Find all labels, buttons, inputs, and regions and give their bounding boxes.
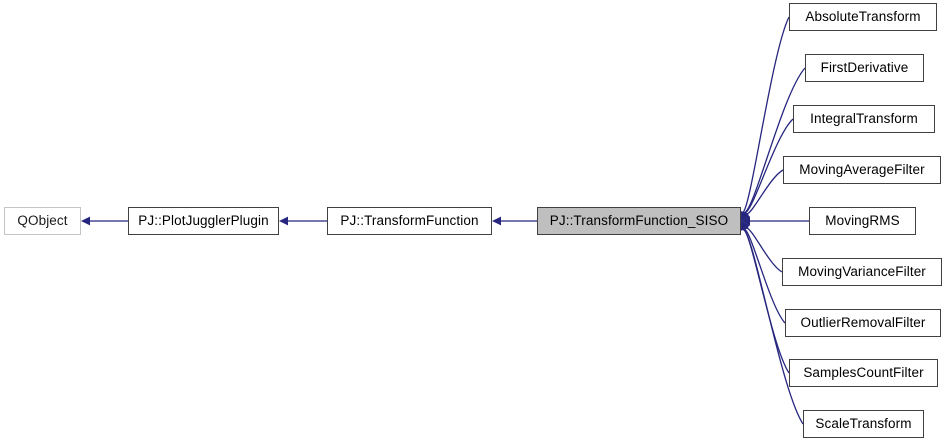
class-node-label: PJ::TransformFunction_SISO — [549, 213, 729, 229]
class-node-label: FirstDerivative — [820, 60, 909, 76]
class-node-movingaveragefilter[interactable]: MovingAverageFilter — [783, 156, 941, 184]
class-node-movingrms[interactable]: MovingRMS — [809, 207, 916, 235]
class-node-plotjugglerplugin[interactable]: PJ::PlotJugglerPlugin — [128, 207, 279, 235]
class-node-label: AbsoluteTransform — [805, 9, 921, 25]
class-node-scaletransform[interactable]: ScaleTransform — [803, 410, 924, 438]
class-node-label: MovingVarianceFilter — [798, 264, 926, 280]
class-node-movingvariancefilter[interactable]: MovingVarianceFilter — [782, 258, 942, 286]
inheritance-edge — [746, 227, 783, 273]
class-node-firstderivative[interactable]: FirstDerivative — [805, 54, 924, 82]
inheritance-arrowhead-icon — [741, 221, 751, 231]
class-node-transformfunction[interactable]: PJ::TransformFunction — [327, 207, 492, 235]
inheritance-arrowhead-icon — [741, 210, 750, 221]
inheritance-edge — [743, 229, 790, 374]
class-node-integraltransform[interactable]: IntegralTransform — [793, 105, 935, 133]
class-node-label: IntegralTransform — [810, 111, 918, 127]
class-node-transformfunction_siso[interactable]: PJ::TransformFunction_SISO — [537, 207, 741, 235]
inheritance-arrowhead-icon — [740, 210, 749, 221]
class-node-qobject[interactable]: QObject — [4, 207, 81, 235]
class-node-label: MovingRMS — [825, 213, 900, 229]
class-node-absolutetransform[interactable]: AbsoluteTransform — [789, 3, 937, 31]
class-node-label: PJ::PlotJugglerPlugin — [138, 213, 269, 229]
inheritance-edge — [744, 228, 786, 324]
class-node-label: MovingAverageFilter — [799, 162, 925, 178]
class-node-label: ScaleTransform — [815, 416, 912, 432]
inheritance-arrowhead-icon — [492, 216, 501, 226]
inheritance-edge — [744, 67, 806, 214]
inheritance-edge — [746, 169, 784, 215]
inheritance-arrowhead-icon — [741, 211, 751, 221]
class-node-outlierremovalfilter[interactable]: OutlierRemovalFilter — [785, 309, 941, 337]
inheritance-arrowhead-icon — [279, 216, 288, 226]
inheritance-arrowhead-icon — [741, 216, 750, 226]
class-node-label: QObject — [17, 213, 68, 229]
class-node-samplescountfilter[interactable]: SamplesCountFilter — [789, 359, 938, 387]
class-node-label: SamplesCountFilter — [803, 365, 924, 381]
class-node-label: PJ::TransformFunction — [340, 213, 479, 229]
inheritance-arrowhead-icon — [81, 216, 90, 226]
inheritance-arrowhead-icon — [740, 221, 749, 232]
class-node-label: OutlierRemovalFilter — [800, 315, 926, 331]
